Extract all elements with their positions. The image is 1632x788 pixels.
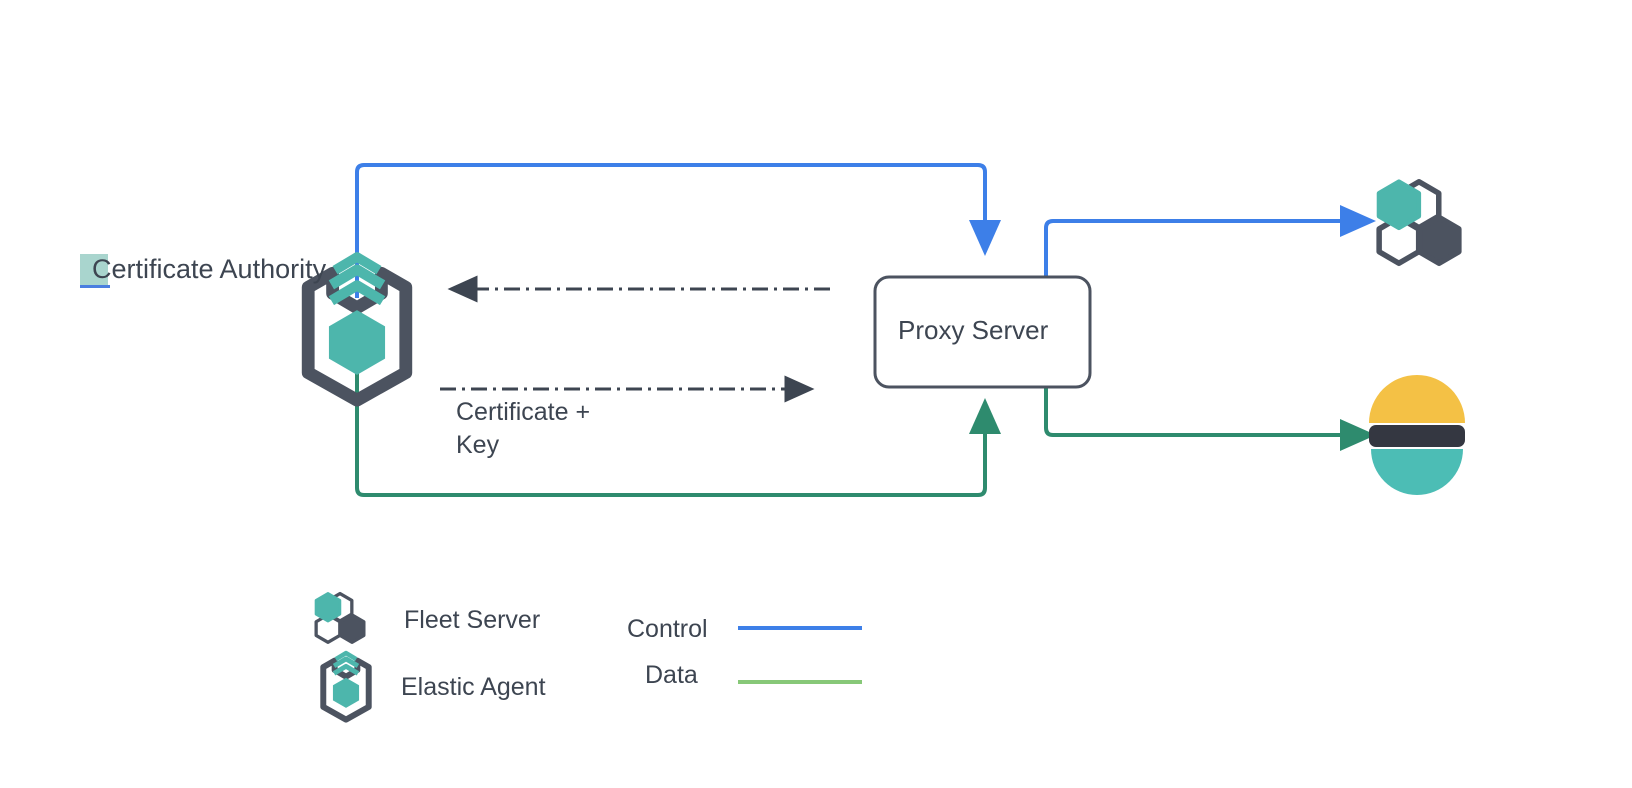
certificate-authority-label: Certificate Authority bbox=[92, 254, 327, 284]
proxy-server-node[interactable] bbox=[873, 275, 1092, 389]
certificate-authority-text-highlight bbox=[80, 254, 108, 286]
legend-elastic-agent-icon bbox=[320, 650, 372, 723]
proxy-server-label: Proxy Server bbox=[898, 315, 1049, 345]
elastic-agent-icon bbox=[301, 252, 413, 407]
fleet-server-icon bbox=[1376, 179, 1462, 267]
legend-fleet-server-icon bbox=[314, 591, 366, 644]
certificate-authority-text-underline bbox=[80, 285, 110, 288]
control-path-agent-to-proxy bbox=[355, 163, 1001, 298]
certificate-key-label: Certificate + Key bbox=[456, 398, 591, 459]
data-path-agent-to-proxy bbox=[355, 372, 1001, 497]
data-path-proxy-to-elasticsearch bbox=[1044, 388, 1376, 451]
legend-data-label: Data bbox=[645, 661, 698, 689]
legend-control-label: Control bbox=[627, 615, 708, 643]
control-path-proxy-to-fleet bbox=[1044, 205, 1376, 276]
legend-elastic-agent-label: Elastic Agent bbox=[401, 673, 546, 701]
elasticsearch-logo bbox=[1369, 375, 1465, 495]
legend-fleet-server-label: Fleet Server bbox=[404, 606, 541, 634]
